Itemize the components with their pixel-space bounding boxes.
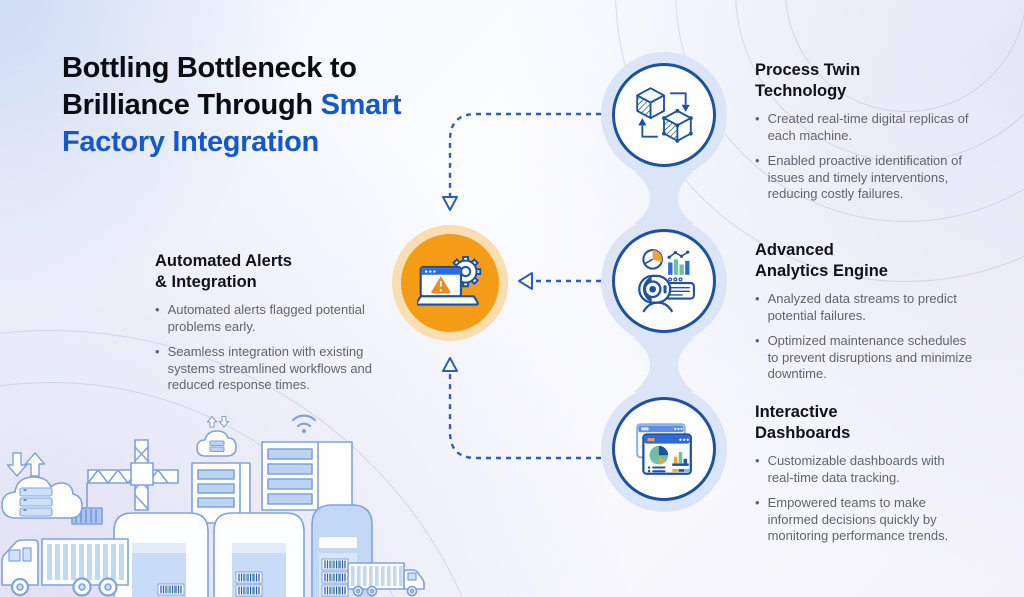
arrowhead-left xyxy=(518,272,533,290)
cloud-upload-icon xyxy=(196,415,237,457)
bullet-list: •Analyzed data streams to predict potent… xyxy=(755,291,977,383)
arrowhead-down xyxy=(442,196,458,211)
truck-icon xyxy=(347,562,425,597)
bullet-item: •Enabled proactive identification of iss… xyxy=(755,153,962,201)
section-heading: Advanced Analytics Engine xyxy=(755,241,888,280)
building-icon xyxy=(261,441,353,511)
node-analytics-engine xyxy=(612,229,716,333)
bullet-item: •Customizable dashboards with real-time … xyxy=(755,453,945,485)
section-process-twin: Process Twin Technology •Created real-ti… xyxy=(755,60,973,212)
alert-hub xyxy=(401,234,499,332)
section-analytics-engine: Advanced Analytics Engine •Analyzed data… xyxy=(755,240,977,392)
bullet-item: •Automated alerts flagged potential prob… xyxy=(155,302,365,334)
crane-icon xyxy=(71,439,179,525)
dashboard-windows-icon xyxy=(636,423,692,475)
node-dashboards xyxy=(612,397,716,501)
section-dashboards: Interactive Dashboards •Customizable das… xyxy=(755,402,973,554)
cloud-server-icon xyxy=(1,452,83,519)
title-line-1: Bottling Bottleneck to xyxy=(62,52,357,84)
bullet-item: •Analyzed data streams to predict potent… xyxy=(755,291,957,323)
title-line-3: Factory Integration xyxy=(62,126,319,158)
arrowhead-up xyxy=(442,357,458,372)
section-automated-alerts: Automated Alerts & Integration •Automate… xyxy=(155,251,380,403)
connector-twin-to-hub xyxy=(448,112,601,196)
bullet-list: •Automated alerts flagged potential prob… xyxy=(155,302,380,394)
bullet-item: •Created real-time digital replicas of e… xyxy=(755,111,969,143)
truck-icon xyxy=(1,538,129,597)
page-title: Bottling Bottleneck to Brilliance Throug… xyxy=(62,50,452,161)
section-heading: Interactive Dashboards xyxy=(755,403,851,442)
building-icon xyxy=(191,462,251,524)
robot-analytics-icon xyxy=(638,249,695,313)
smart-factory-illustration xyxy=(1,414,425,597)
bullet-item: •Optimized maintenance schedules to prev… xyxy=(755,333,973,381)
bullet-item: •Empowered teams to make informed decisi… xyxy=(755,495,949,543)
bullet-list: •Customizable dashboards with real-time … xyxy=(755,453,973,545)
connector-dash-to-hub xyxy=(448,372,601,460)
digital-twin-cubes-icon xyxy=(636,87,693,143)
laptop-base xyxy=(417,294,479,306)
bullet-item: •Seamless integration with existing syst… xyxy=(155,344,373,392)
title-line-2: Brilliance Through Smart xyxy=(62,89,402,121)
section-heading: Automated Alerts & Integration xyxy=(155,252,292,291)
bullet-list: •Created real-time digital replicas of e… xyxy=(755,111,973,203)
laptop-alert-gear-icon xyxy=(417,255,482,306)
wifi-icon xyxy=(291,414,317,433)
node-process-twin xyxy=(612,63,716,167)
browser-header xyxy=(421,267,461,275)
section-heading: Process Twin Technology xyxy=(755,61,861,100)
